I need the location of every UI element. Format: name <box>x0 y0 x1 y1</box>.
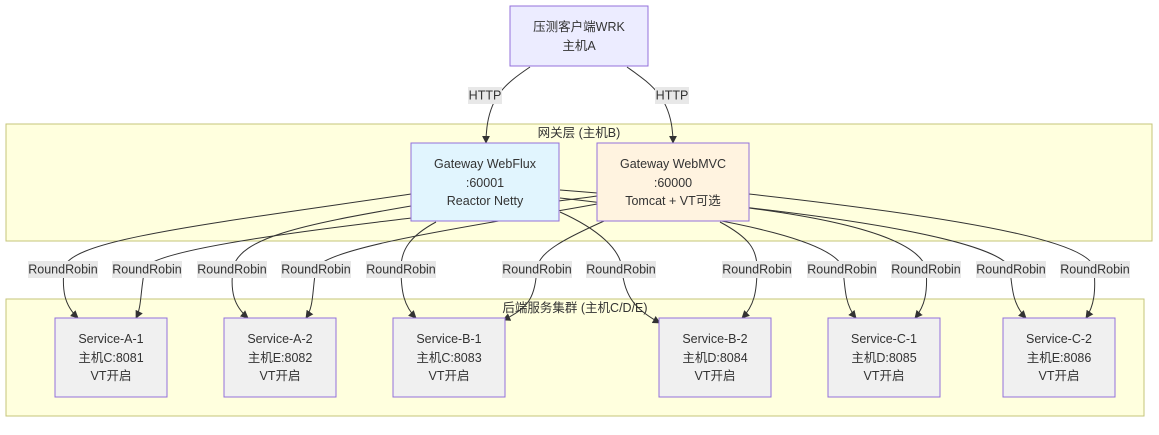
svg-text:HTTP: HTTP <box>656 89 689 103</box>
edge-label-webflux-svc-c1: RoundRobin <box>807 261 877 278</box>
svg-text:RoundRobin: RoundRobin <box>807 263 877 277</box>
gateway-layer-group <box>5 123 1153 242</box>
edge-label-webmvc-svc-a2: RoundRobin <box>281 261 351 278</box>
svg-text:RoundRobin: RoundRobin <box>586 263 656 277</box>
edge-webflux-svc-a2 <box>231 205 412 319</box>
edge-label-webflux-svc-a1: RoundRobin <box>28 261 98 278</box>
svg-text:RoundRobin: RoundRobin <box>366 263 436 277</box>
edge-label-client-webmvc: HTTP <box>655 87 689 104</box>
svg-text:RoundRobin: RoundRobin <box>722 263 792 277</box>
svg-text:RoundRobin: RoundRobin <box>502 263 572 277</box>
svg-text:RoundRobin: RoundRobin <box>112 263 182 277</box>
gateway-layer-title: 网关层 (主机B) <box>538 126 621 140</box>
svg-text:RoundRobin: RoundRobin <box>281 263 351 277</box>
svg-text:HTTP: HTTP <box>469 89 502 103</box>
edge-label-webflux-svc-a2: RoundRobin <box>197 261 267 278</box>
edge-label-webmvc-svc-b2: RoundRobin <box>722 261 792 278</box>
edge-webmvc-svc-c2 <box>748 193 1096 319</box>
edge-labels: HTTP HTTP RoundRobin RoundRobin RoundRob… <box>28 87 1130 278</box>
svg-text:RoundRobin: RoundRobin <box>891 263 961 277</box>
edge-label-webmvc-svc-a1: RoundRobin <box>112 261 182 278</box>
svg-text:RoundRobin: RoundRobin <box>28 263 98 277</box>
edge-label-client-webflux: HTTP <box>468 87 502 104</box>
edge-label-webmvc-svc-c1: RoundRobin <box>891 261 961 278</box>
svg-text:RoundRobin: RoundRobin <box>1060 263 1130 277</box>
edge-label-webflux-svc-c2: RoundRobin <box>976 261 1046 278</box>
svg-text:RoundRobin: RoundRobin <box>976 263 1046 277</box>
backend-cluster-group <box>5 298 1145 417</box>
svg-text:RoundRobin: RoundRobin <box>197 263 267 277</box>
edge-label-webmvc-svc-b1: RoundRobin <box>502 261 572 278</box>
edge-webmvc-svc-c1 <box>748 207 928 319</box>
edge-label-webmvc-svc-c2: RoundRobin <box>1060 261 1130 278</box>
backend-cluster-title: 后端服务集群 (主机C/D/E) <box>502 300 647 315</box>
edges <box>62 66 1096 324</box>
edge-label-webflux-svc-b2: RoundRobin <box>586 261 656 278</box>
edge-label-webflux-svc-b1: RoundRobin <box>366 261 436 278</box>
edge-webflux-svc-a1 <box>62 193 412 319</box>
